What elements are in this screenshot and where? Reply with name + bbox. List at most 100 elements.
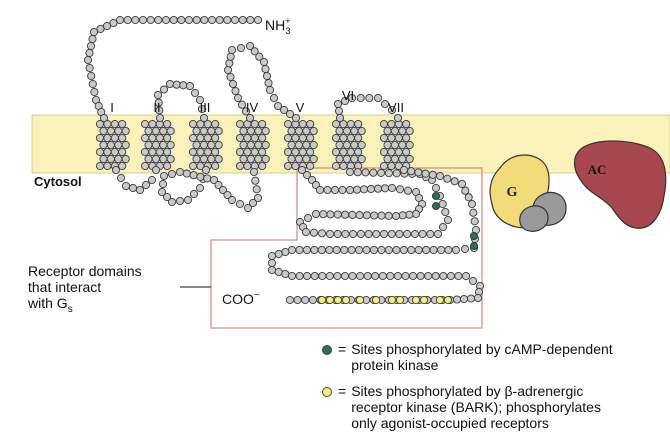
helix-residue: [140, 133, 150, 143]
residue-bead: [293, 295, 302, 305]
helix-residue: [103, 133, 112, 143]
helix-residue: [390, 140, 399, 150]
residue-bead: [297, 165, 307, 175]
helix-residue: [346, 147, 355, 157]
residue-bead: [459, 294, 469, 304]
adenylyl-cyclase: [573, 140, 667, 229]
residue-bead: [226, 52, 235, 61]
residue-bead: [431, 271, 440, 281]
residue-bead: [225, 59, 234, 68]
helix-residue: [254, 154, 263, 164]
residue-bead: [223, 190, 232, 200]
residue-bead: [347, 93, 357, 103]
residue-bead: [422, 245, 431, 255]
helix-residue: [350, 154, 359, 164]
receptor-domains-line-3-sub: s: [67, 303, 73, 315]
helix-residue: [155, 133, 164, 143]
helix-residue: [398, 154, 407, 164]
residue-bead: [189, 189, 199, 199]
helix-residue: [402, 133, 411, 143]
helix-residue: [207, 140, 216, 150]
helix-residue: [246, 140, 255, 150]
helix-residue: [287, 154, 296, 164]
residue-bead: [349, 229, 358, 239]
residue-bead: [359, 185, 369, 194]
residue-bead: [215, 15, 224, 25]
bark-site-bead: [395, 295, 405, 305]
residue-bead: [85, 48, 94, 58]
residue-bead: [167, 169, 177, 179]
residue-bead: [365, 93, 374, 103]
residue-bead: [281, 269, 290, 279]
helix-residue: [148, 119, 157, 129]
residue-bead: [269, 93, 279, 103]
residue-bead: [310, 271, 319, 281]
residue-bead: [318, 271, 327, 281]
helix-residue: [379, 133, 389, 143]
residue-bead: [175, 196, 185, 206]
helix-residue: [258, 147, 267, 157]
residue-bead: [393, 113, 403, 123]
bark-site-bead: [317, 295, 327, 305]
residue-bead: [238, 15, 247, 25]
helix-residue: [250, 119, 259, 129]
residue-bead: [452, 295, 462, 304]
helix-residue: [291, 161, 300, 171]
residue-bead: [116, 173, 126, 183]
residue-bead: [377, 211, 386, 220]
helix-residue: [211, 161, 220, 171]
residue-bead: [338, 185, 347, 195]
residue-bead: [302, 245, 311, 255]
residue-bead: [340, 245, 349, 255]
residue-bead: [468, 276, 478, 286]
cytosol-label: Cytosol: [34, 174, 82, 189]
residue-bead: [153, 90, 163, 100]
residue-bead: [151, 165, 161, 175]
helix-residue: [398, 126, 407, 136]
residue-bead: [319, 210, 328, 219]
helix-residue: [199, 126, 208, 136]
camp-site-bead: [469, 231, 479, 241]
helix-label-3: III: [200, 100, 211, 115]
helix-residue: [298, 147, 307, 157]
helix-residue: [199, 140, 208, 150]
residue-bead: [147, 175, 157, 185]
residue-bead: [185, 81, 195, 91]
helix-residue: [151, 140, 160, 150]
helix-residue: [159, 154, 168, 164]
residue-bead: [405, 210, 414, 219]
helix-residue: [239, 154, 248, 164]
residue-bead: [373, 93, 383, 103]
helix-residue: [294, 140, 303, 150]
residue-bead: [435, 171, 445, 181]
residue-bead: [246, 15, 255, 25]
residue-bead: [267, 258, 277, 268]
helix-residue: [394, 147, 403, 157]
residue-bead: [214, 180, 223, 190]
helix-residue: [207, 154, 216, 164]
residue-bead: [398, 211, 407, 220]
residue-bead: [333, 271, 342, 281]
residue-bead: [102, 21, 112, 31]
residue-bead: [340, 271, 350, 281]
residue-bead: [253, 193, 263, 203]
helix-residue: [239, 140, 248, 150]
helix-residue: [398, 140, 407, 150]
helix-residue: [188, 147, 198, 157]
residue-bead: [184, 15, 194, 25]
helix-label-7: VII: [388, 100, 404, 115]
helix-residue: [235, 147, 245, 157]
residue-bead: [274, 267, 283, 277]
residue-bead: [393, 271, 402, 281]
residue-bead: [267, 265, 277, 275]
helix-residue: [379, 161, 389, 171]
helix-residue: [335, 126, 344, 136]
helix-residue: [254, 140, 263, 150]
helix-residue: [99, 140, 108, 150]
residue-bead: [223, 15, 232, 25]
residue-bead: [347, 245, 356, 255]
residue-bead: [369, 245, 379, 255]
bark-site-bead: [419, 295, 429, 305]
residue-bead: [362, 211, 371, 220]
residue-bead: [372, 229, 381, 239]
